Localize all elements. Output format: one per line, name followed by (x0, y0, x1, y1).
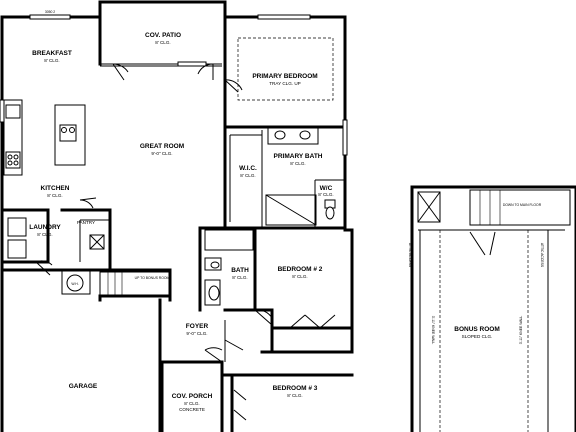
foyer-ceiling: 9'-0" CLG. (186, 331, 207, 336)
laundry-ceiling: 8' CLG. (37, 232, 52, 237)
bedroom3-ceiling: 8' CLG. (287, 393, 302, 398)
bedroom2-ceiling: 8' CLG. (292, 274, 307, 279)
bedroom3-label: BEDROOM # 3 (273, 385, 318, 392)
dryer (7, 217, 27, 237)
main-floor-walls (0, 0, 354, 432)
bedroom2-closet-doors (289, 314, 336, 329)
bonus-stairs (417, 189, 571, 226)
washer (7, 239, 27, 259)
primary-bedroom-ceiling: TRAY CLG. UP (269, 81, 300, 86)
water-heater-label: W.H. (71, 282, 78, 286)
kitchen-label: KITCHEN (41, 185, 70, 192)
kitchen-fixtures (3, 99, 86, 176)
down-to-main-label: DOWN TO MAIN FLOOR (503, 203, 542, 207)
bath-fixtures (204, 229, 254, 306)
foyer-closet-door (224, 339, 244, 351)
bedroom2-door (254, 309, 273, 326)
knee-wall-right: 3'-11" KNEE WALL (519, 316, 523, 345)
bedroom3-closet-doors (233, 389, 247, 421)
primary-bath-ceiling: 8' CLG. (290, 161, 305, 166)
bonus-doors (469, 231, 496, 256)
entry-door (204, 347, 223, 363)
tray-ceiling (237, 37, 334, 101)
wic-ceiling: 8' CLG. (240, 173, 255, 178)
great-room-ceiling: 9'-0" CLG. (151, 151, 172, 156)
header-window-label: 3050 2 (45, 10, 55, 14)
great-room-label: GREAT ROOM (140, 143, 184, 150)
primary-bath-fixtures (265, 127, 336, 226)
main-stairs (99, 271, 171, 297)
bath-ceiling: 8' CLG. (232, 275, 247, 280)
knee-wall-left: 3'-11" KNEE WALL (431, 316, 435, 345)
pantry-door (79, 197, 97, 209)
windows (0, 14, 348, 156)
wc-label: W/C (320, 185, 333, 192)
bonus-floor-walls (410, 185, 576, 432)
cov-porch-note: CONCRETE (179, 407, 205, 412)
up-to-bonus-label: UP TO BONUS ROOM (135, 276, 170, 280)
wc-ceiling: 8' CLG. (318, 192, 333, 197)
primary-bath-label: PRIMARY BATH (274, 153, 323, 160)
primary-bedroom-label: PRIMARY BEDROOM (252, 73, 317, 80)
water-heater (66, 274, 84, 292)
cov-patio-ceiling: 8' CLG. (155, 40, 170, 45)
pantry-label: PANTRY (77, 220, 95, 225)
garage-label: GARAGE (69, 383, 98, 390)
attic-access-right: ATTIC ACCESS (540, 243, 544, 268)
laundry-label: LAUNDRY (29, 224, 61, 231)
wic-label: W.I.C. (239, 165, 257, 172)
breakfast-label: BREAKFAST (32, 50, 72, 57)
cov-porch-label: COV. PORCH (172, 393, 213, 400)
attic-access-left: ATTIC ACCESS (408, 243, 412, 268)
bonus-room-ceiling: SLOPED CLG. (462, 334, 493, 339)
cov-patio-label: COV. PATIO (145, 32, 181, 39)
cov-porch-ceiling: 8' CLG. (184, 401, 199, 406)
breakfast-ceiling: 8' CLG. (44, 58, 59, 63)
laundry-door (35, 260, 53, 276)
patio-doors (112, 63, 214, 81)
kitchen-ceiling: 8' CLG. (47, 193, 62, 198)
bedroom2-label: BEDROOM # 2 (278, 266, 323, 273)
bedroom-entry-door (224, 79, 243, 93)
bonus-room-label: BONUS ROOM (454, 326, 500, 333)
bath-label: BATH (231, 267, 249, 274)
foyer-label: FOYER (186, 323, 209, 330)
